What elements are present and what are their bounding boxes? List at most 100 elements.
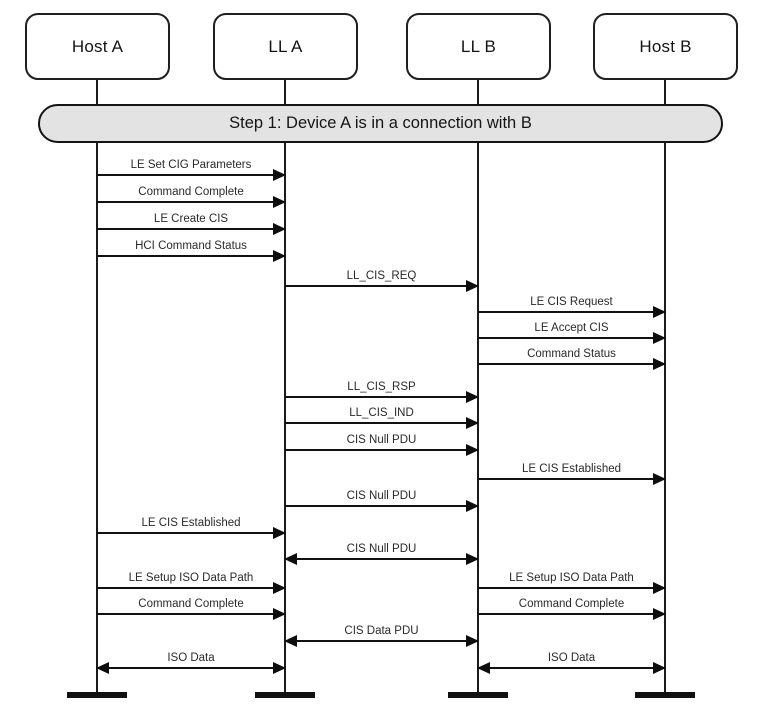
message-arrow[interactable]: CIS Data PDU xyxy=(284,625,479,647)
arrowhead-right-icon xyxy=(653,607,666,620)
arrowhead-right-icon xyxy=(653,331,666,344)
arrowhead-right-icon xyxy=(466,552,479,565)
message-line xyxy=(97,667,285,670)
arrowhead-right-icon xyxy=(466,443,479,456)
message-line xyxy=(478,613,665,616)
arrowhead-left-icon xyxy=(284,634,297,647)
lifeline-host_b xyxy=(663,143,667,698)
message-label: CIS Null PDU xyxy=(346,543,417,555)
step-banner: Step 1: Device A is in a connection with… xyxy=(38,104,723,143)
message-arrow[interactable]: LL_CIS_IND xyxy=(285,407,479,429)
message-label: CIS Null PDU xyxy=(346,490,417,502)
actor-box-host_b[interactable]: Host B xyxy=(593,13,738,80)
message-label: LE Setup ISO Data Path xyxy=(509,572,634,584)
message-line xyxy=(478,667,665,670)
message-label: HCI Command Status xyxy=(135,240,247,252)
message-arrow[interactable]: LE Accept CIS xyxy=(478,322,666,344)
message-line xyxy=(285,505,478,508)
message-arrow[interactable]: LL_CIS_RSP xyxy=(285,381,479,403)
message-line xyxy=(97,255,285,258)
message-line xyxy=(97,613,285,616)
message-arrow[interactable]: LE CIS Request xyxy=(478,296,666,318)
arrowhead-left-icon xyxy=(284,552,297,565)
message-arrow[interactable]: CIS Null PDU xyxy=(285,434,479,456)
message-arrow[interactable]: ISO Data xyxy=(477,652,666,674)
message-label: LE Create CIS xyxy=(153,213,229,225)
message-line xyxy=(478,478,665,481)
message-arrow[interactable]: LE CIS Established xyxy=(478,463,666,485)
actor-label-ll_a: LL A xyxy=(268,36,303,56)
actor-label-ll_b: LL B xyxy=(460,36,497,56)
message-label: CIS Data PDU xyxy=(344,625,419,637)
message-line xyxy=(285,396,478,399)
message-label: LE Set CIG Parameters xyxy=(130,159,252,171)
message-label: Command Complete xyxy=(138,598,244,610)
actor-box-ll_a[interactable]: LL A xyxy=(213,13,358,80)
message-label: LE CIS Established xyxy=(521,463,622,475)
message-arrow[interactable]: LE Create CIS xyxy=(97,213,286,235)
arrowhead-right-icon xyxy=(653,472,666,485)
arrowhead-right-icon xyxy=(466,416,479,429)
lifeline-ll_a xyxy=(283,143,287,698)
message-arrow[interactable]: HCI Command Status xyxy=(97,240,286,262)
message-line xyxy=(285,422,478,425)
lifeline-terminator-ll_a xyxy=(255,692,315,698)
arrowhead-right-icon xyxy=(653,661,666,674)
message-arrow[interactable]: CIS Null PDU xyxy=(285,490,479,512)
message-label: ISO Data xyxy=(167,652,215,664)
arrowhead-right-icon xyxy=(653,581,666,594)
message-label: LE Setup ISO Data Path xyxy=(128,572,254,584)
actor-box-host_a[interactable]: Host A xyxy=(25,13,170,80)
arrowhead-right-icon xyxy=(273,222,286,235)
message-line xyxy=(285,285,478,288)
arrowhead-right-icon xyxy=(273,195,286,208)
lifeline-host_a xyxy=(95,143,99,698)
message-line xyxy=(285,640,478,643)
message-arrow[interactable]: Command Complete xyxy=(97,598,286,620)
lifeline-terminator-ll_b xyxy=(448,692,508,698)
message-arrow[interactable]: Command Complete xyxy=(478,598,666,620)
message-line xyxy=(97,174,285,177)
message-arrow[interactable]: LE Setup ISO Data Path xyxy=(478,572,666,594)
lifeline-terminator-host_a xyxy=(67,692,127,698)
message-line xyxy=(97,587,285,590)
message-line xyxy=(97,228,285,231)
message-label: Command Complete xyxy=(138,186,244,198)
actor-box-ll_b[interactable]: LL B xyxy=(406,13,551,80)
message-arrow[interactable]: LE Set CIG Parameters xyxy=(97,159,286,181)
arrowhead-right-icon xyxy=(273,168,286,181)
message-line xyxy=(285,449,478,452)
message-arrow[interactable]: ISO Data xyxy=(96,652,286,674)
message-arrow[interactable]: Command Status xyxy=(478,348,666,370)
arrowhead-right-icon xyxy=(466,499,479,512)
message-line xyxy=(97,532,285,535)
lifeline-host_a-top xyxy=(95,80,99,104)
message-arrow[interactable]: LL_CIS_REQ xyxy=(285,270,479,292)
arrowhead-right-icon xyxy=(273,249,286,262)
message-label: ISO Data xyxy=(547,652,596,664)
message-arrow[interactable]: LE Setup ISO Data Path xyxy=(97,572,286,594)
message-label: CIS Null PDU xyxy=(346,434,417,446)
lifeline-ll_b-top xyxy=(476,80,480,104)
message-label: Command Complete xyxy=(518,598,625,610)
lifeline-host_b-top xyxy=(663,80,667,104)
arrowhead-right-icon xyxy=(653,305,666,318)
message-label: LL_CIS_REQ xyxy=(346,270,417,282)
message-arrow[interactable]: Command Complete xyxy=(97,186,286,208)
arrowhead-left-icon xyxy=(96,661,109,674)
message-arrow[interactable]: CIS Null PDU xyxy=(284,543,479,565)
message-line xyxy=(478,337,665,340)
message-label: LE CIS Request xyxy=(530,296,613,308)
step-banner-label: Step 1: Device A is in a connection with… xyxy=(229,114,532,132)
message-arrow[interactable]: LE CIS Established xyxy=(97,517,286,539)
message-line xyxy=(478,363,665,366)
message-line xyxy=(478,311,665,314)
arrowhead-right-icon xyxy=(273,607,286,620)
message-line xyxy=(97,201,285,204)
message-label: LL_CIS_IND xyxy=(349,407,414,419)
arrowhead-right-icon xyxy=(466,634,479,647)
actor-label-host_a: Host A xyxy=(71,36,124,56)
arrowhead-right-icon xyxy=(466,390,479,403)
message-label: LL_CIS_RSP xyxy=(347,381,416,393)
arrowhead-left-icon xyxy=(477,661,490,674)
